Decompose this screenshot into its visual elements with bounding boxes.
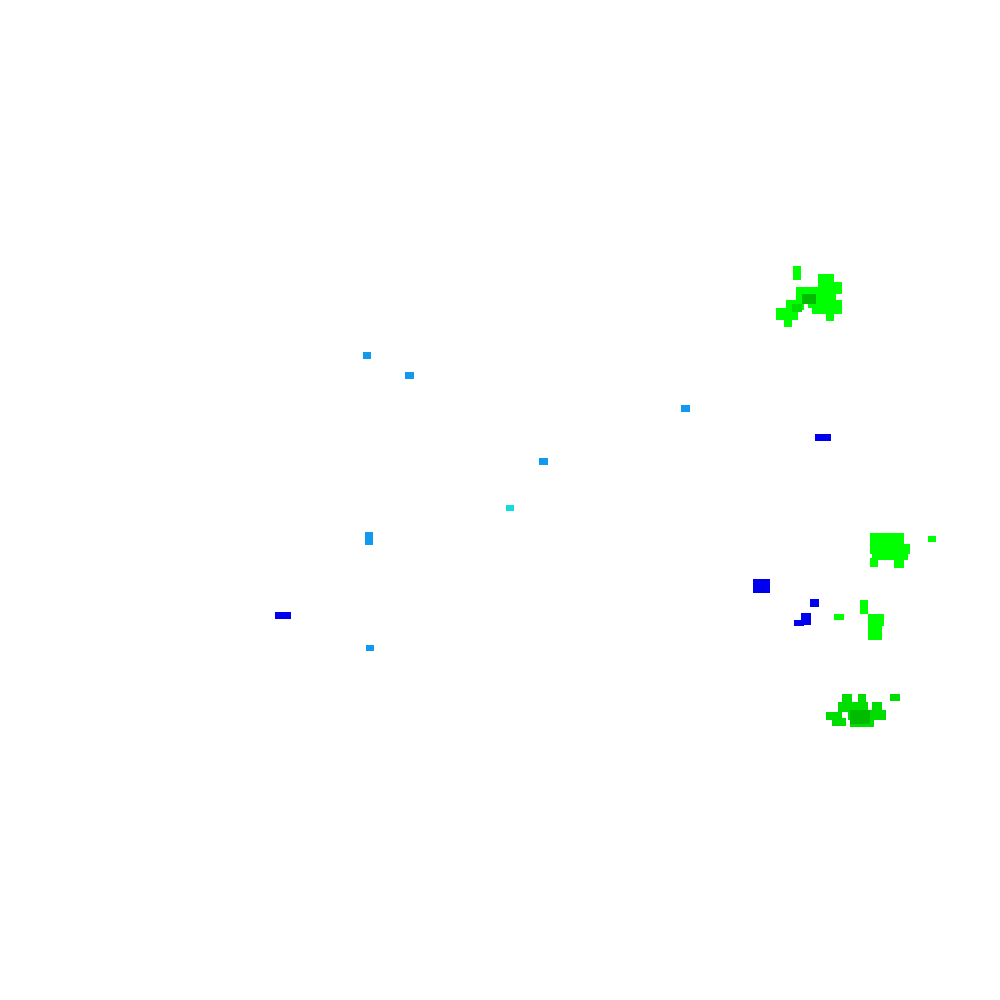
light-blue-markers-cell-1 [405, 372, 414, 379]
green-cluster-southeast-cell-7 [872, 702, 882, 712]
green-cluster-east-cell-2 [872, 552, 908, 560]
green-cluster-southeast-cell-4 [826, 712, 842, 720]
light-blue-markers-cell-5 [366, 645, 374, 651]
green-cluster-east-cell-5 [928, 536, 936, 542]
green-cluster-north-cell-9 [826, 312, 834, 321]
green-cluster-southeast [826, 694, 900, 727]
green-cluster-north-cell-7 [784, 318, 792, 327]
green-cluster-east-cell-3 [870, 558, 878, 567]
dark-blue-markers-cell-5 [794, 620, 804, 626]
green-cluster-southeast-cell-2 [838, 702, 868, 712]
cyan-marker-cell-0 [506, 505, 514, 511]
green-cluster-north-cell-10 [802, 294, 816, 304]
light-blue-markers-cell-0 [363, 352, 371, 359]
light-blue-markers [363, 352, 690, 651]
dark-blue-markers [275, 434, 831, 626]
dark-blue-markers-cell-0 [815, 434, 831, 441]
cyan-marker [506, 505, 514, 511]
green-cluster-east [834, 533, 936, 640]
light-blue-markers-cell-3 [539, 458, 548, 465]
dark-blue-markers-cell-1 [275, 612, 291, 619]
green-cluster-east-cell-4 [894, 560, 904, 568]
green-cluster-north-cell-0 [793, 266, 801, 280]
green-cluster-southeast-cell-8 [890, 694, 900, 701]
green-cluster-southeast-cell-5 [832, 718, 846, 726]
green-cluster-southeast-cell-1 [858, 694, 866, 702]
green-cluster-east-cell-8 [868, 624, 882, 640]
dark-blue-markers-cell-3 [810, 599, 819, 607]
green-cluster-east-cell-9 [834, 614, 844, 620]
green-cluster-north-cell-1 [818, 274, 834, 288]
green-cluster-east-cell-7 [868, 614, 884, 626]
light-blue-markers-cell-4 [365, 532, 373, 545]
green-cluster-north [776, 266, 842, 327]
green-cluster-east-cell-1 [870, 544, 910, 554]
green-cluster-east-cell-0 [870, 533, 904, 545]
dark-blue-markers-cell-2 [753, 579, 770, 593]
green-cluster-southeast-cell-0 [842, 694, 852, 702]
green-cluster-north-cell-11 [792, 304, 802, 312]
dark-blue-markers-cell-4 [801, 613, 811, 625]
green-cluster-southeast-cell-9 [850, 710, 870, 724]
light-blue-markers-cell-2 [681, 405, 690, 412]
green-cluster-north-cell-2 [832, 282, 842, 294]
green-cluster-east-cell-6 [860, 600, 868, 614]
green-cluster-north-cell-8 [812, 300, 842, 314]
